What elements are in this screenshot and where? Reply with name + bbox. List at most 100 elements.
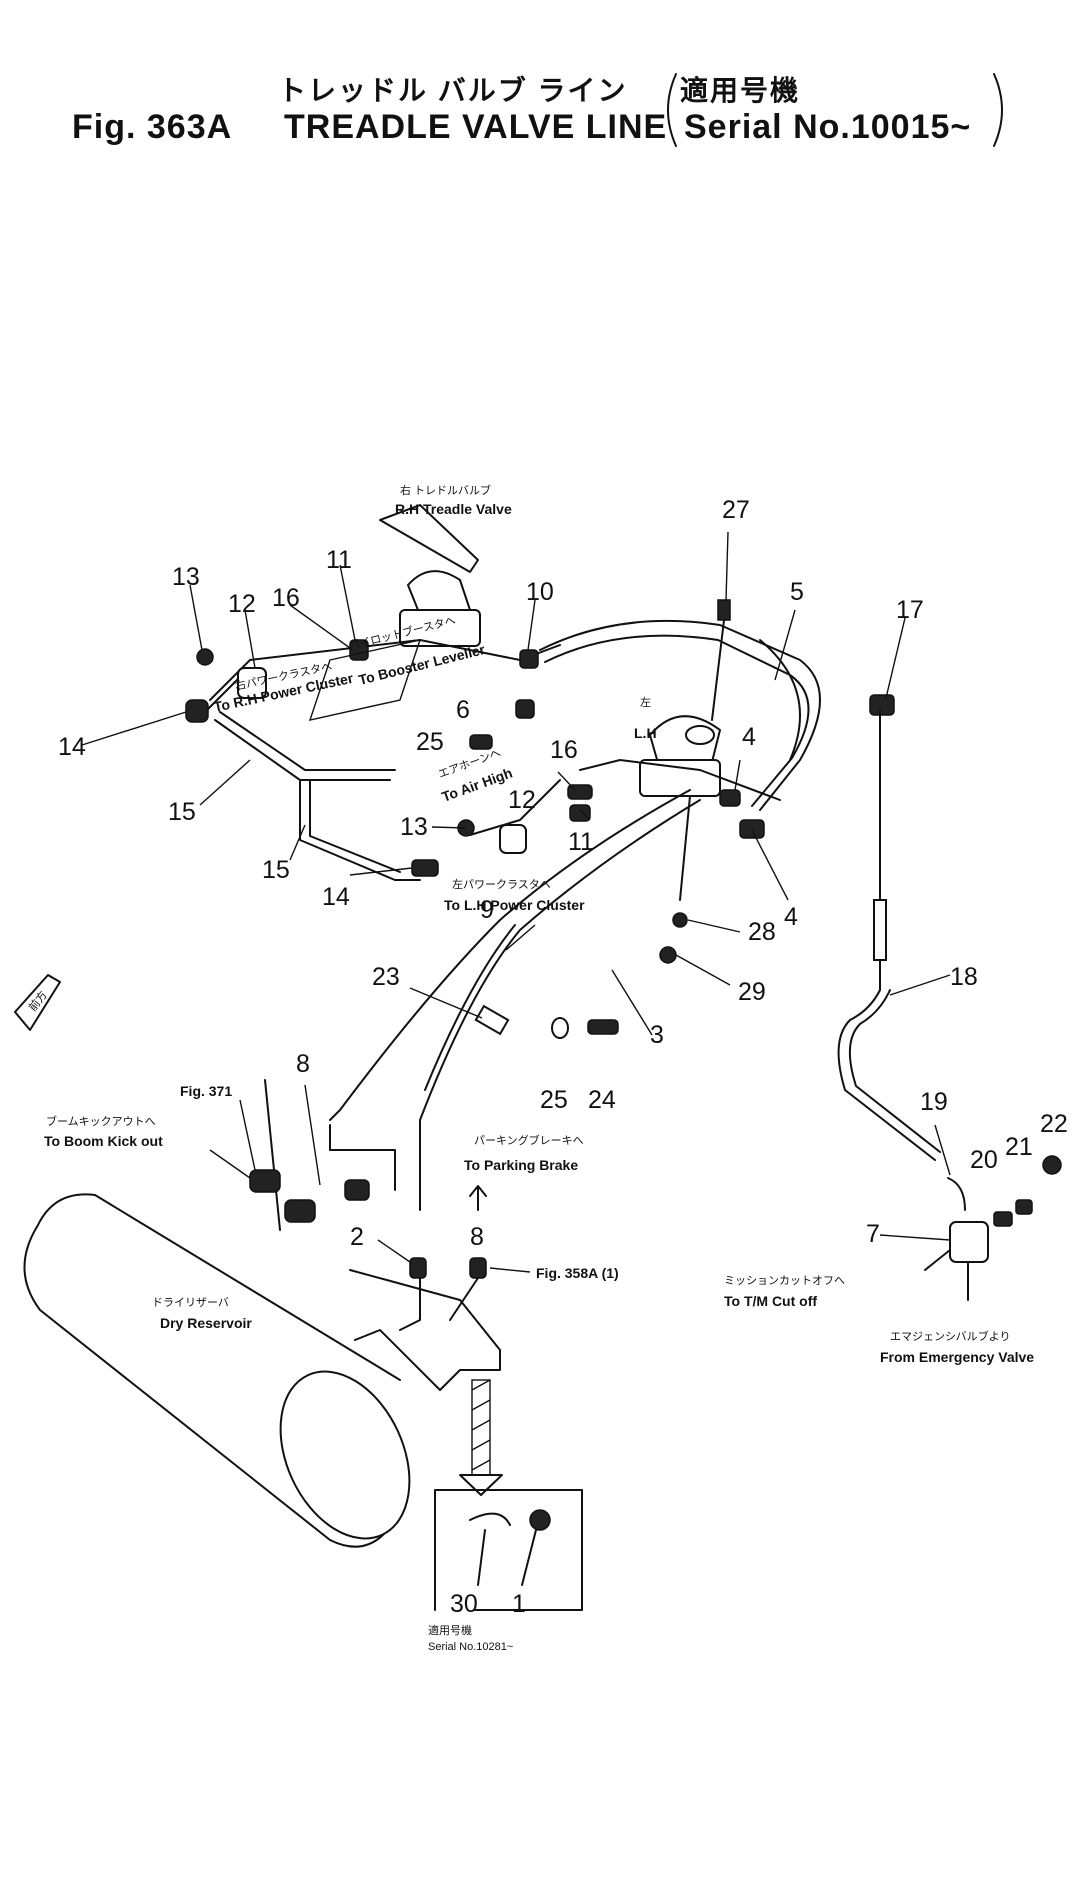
tube-18-sleeve — [873, 899, 887, 961]
part-number: 21 — [1005, 1133, 1033, 1161]
fitting-group — [185, 639, 895, 1039]
leader-11b — [579, 809, 591, 821]
lh-valve-port — [685, 725, 715, 745]
leader-4b — [751, 829, 789, 901]
part-numbers: 13 12 16 11 10 27 5 17 14 15 15 14 13 12… — [58, 496, 1068, 1618]
tube-28 — [679, 795, 691, 901]
fitting-20 — [993, 1211, 1013, 1227]
part-number: 12 — [228, 590, 256, 618]
tube-18-lower-inner — [848, 989, 941, 1153]
hose-9-branch — [424, 924, 516, 1091]
tube-5-cross — [759, 639, 801, 761]
part-number: 11 — [568, 828, 594, 856]
tube-5-outer — [539, 619, 821, 811]
inset-frame — [434, 1489, 583, 1611]
bracket-right — [993, 73, 1003, 147]
rh-pedal-plate — [379, 504, 479, 573]
elbow-19 — [947, 1177, 966, 1211]
part-number: 15 — [168, 798, 196, 826]
part-number: 6 — [456, 696, 470, 724]
label-dry-reservoir-jp: ドライリザーバ — [152, 1296, 229, 1309]
hose-3 — [419, 799, 701, 1211]
part-number: 23 — [372, 963, 400, 991]
fitting-14b — [411, 859, 439, 877]
part-number: 25 — [540, 1086, 568, 1114]
tube-lh-cross — [579, 759, 781, 801]
leader-30 — [477, 1529, 486, 1586]
label-rh-valve: R.H Treadle Valve — [395, 501, 512, 517]
fitting-25b — [551, 1017, 569, 1039]
tube-15b-inner — [309, 779, 401, 873]
part-number: 16 — [550, 736, 578, 764]
label-fig358: Fig. 358A (1) — [536, 1265, 619, 1281]
leader-13a — [189, 584, 203, 651]
reservoir-body-upper — [37, 1193, 401, 1381]
right-tube-assembly — [837, 709, 1062, 1301]
part-number: 9 — [480, 896, 494, 924]
part-number: 7 — [866, 1220, 880, 1248]
lower-assembly — [14, 974, 583, 1611]
label-rh-valve-jp: 右 トレドルバルブ — [400, 483, 491, 497]
leader-15a — [199, 759, 251, 806]
leader-7 — [879, 1234, 951, 1241]
serial-range: Serial No.10015~ — [684, 108, 971, 146]
fitting-11b — [569, 804, 591, 822]
label-lh-power-cluster: To L.H Power Cluster — [444, 897, 585, 913]
tee-7 — [949, 1221, 989, 1263]
leader-9 — [505, 924, 536, 951]
figure-number: Fig. 363A — [72, 108, 232, 146]
front-arrow-icon — [14, 974, 61, 1031]
tube-5-inner — [544, 634, 810, 807]
part-number: 24 — [588, 1086, 616, 1114]
part-number: 11 — [326, 546, 352, 574]
label-tm-cutoff-jp: ミッションカットオフへ — [724, 1274, 845, 1287]
leader-15b — [289, 824, 306, 861]
lh-valve-base — [639, 759, 721, 797]
fitting-10 — [519, 649, 539, 669]
fitting-2 — [409, 1257, 427, 1279]
fitting-17 — [869, 694, 895, 716]
part-number: 10 — [526, 578, 554, 606]
label-dry-reservoir: Dry Reservoir — [160, 1315, 252, 1331]
label-boom-kickout-jp: ブームキックアウトへ — [46, 1114, 156, 1128]
leader-4a — [734, 759, 741, 791]
clamp-23 — [474, 1004, 510, 1036]
line-tm-cutoff — [924, 1249, 951, 1271]
line-8b — [449, 1277, 479, 1321]
leader-3 — [611, 969, 653, 1036]
upper-tube-assembly — [185, 504, 895, 1211]
part-number: 30 — [450, 1590, 478, 1618]
fitting-28 — [672, 912, 688, 928]
rh-valve-base — [399, 609, 481, 647]
leader-23 — [409, 987, 483, 1019]
label-booster: To Booster Leveller — [357, 641, 487, 688]
lh-valve-body — [649, 715, 721, 771]
leader-5 — [774, 609, 796, 681]
part-number: 15 — [262, 856, 290, 884]
part-number: 18 — [950, 963, 978, 991]
title-jp: トレッドル バルブ ライン — [278, 74, 628, 106]
tee-lower — [399, 1277, 421, 1331]
rh-valve-body — [407, 570, 471, 616]
tube-27 — [711, 611, 726, 721]
fitting-13a — [196, 648, 214, 666]
fitting-8a-2 — [344, 1179, 370, 1201]
fitting-22 — [1042, 1155, 1062, 1175]
fitting-24 — [587, 1019, 619, 1035]
hose-9 — [329, 789, 691, 1121]
plate-rh-labels — [308, 639, 422, 721]
part-number: 17 — [896, 596, 924, 624]
part-number: 28 — [748, 918, 776, 946]
fitting-25a — [469, 734, 493, 750]
label-parking-brake-jp: パーキングブレーキへ — [474, 1133, 584, 1147]
leader-17 — [885, 617, 906, 699]
leader-13b — [431, 826, 467, 829]
part-number: 22 — [1040, 1110, 1068, 1138]
leader-28 — [687, 919, 741, 933]
bracket-plate — [329, 1124, 396, 1191]
part-number: 20 — [970, 1146, 998, 1174]
label-parking-brake: To Parking Brake — [464, 1157, 578, 1173]
mount-bracket — [349, 1269, 501, 1391]
leader-11a — [339, 564, 356, 641]
